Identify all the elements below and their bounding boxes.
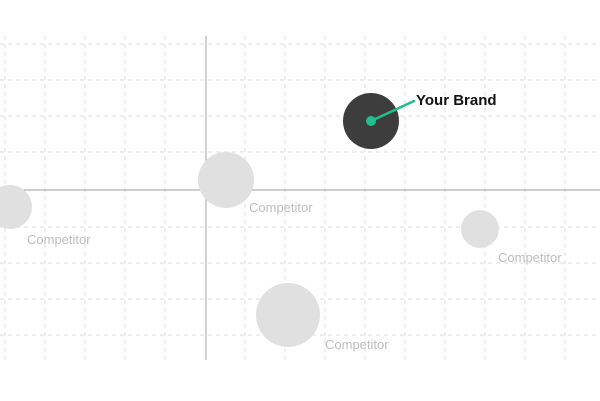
- competitor-bubble-4: [256, 283, 320, 347]
- competitor-label-3: Competitor: [498, 250, 562, 265]
- brand-label: Your Brand: [416, 92, 497, 109]
- brand-callout-line: [369, 99, 416, 123]
- competitor-bubble-3: [461, 210, 499, 248]
- brand-dot: [366, 116, 376, 126]
- competitor-label-4: Competitor: [325, 337, 389, 352]
- competitor-label-1: Competitor: [249, 200, 313, 215]
- competitor-bubble-1: [198, 152, 254, 208]
- competitor-label-2: Competitor: [27, 232, 91, 247]
- competitor-bubble-2: [0, 185, 32, 229]
